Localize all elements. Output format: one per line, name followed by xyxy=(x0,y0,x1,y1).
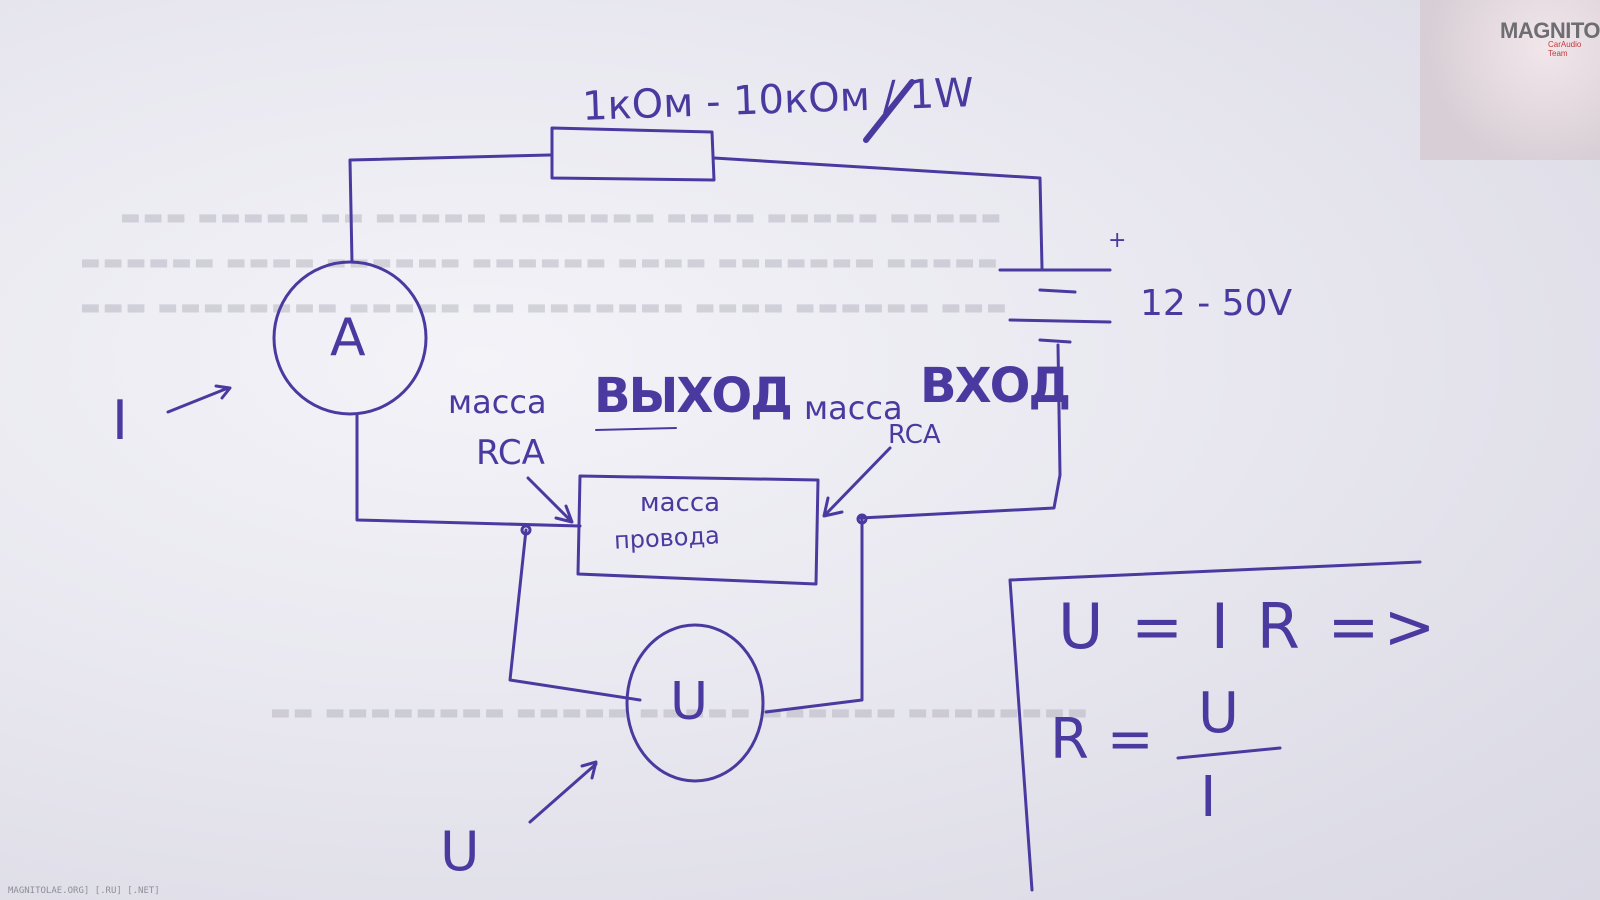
arrow-current-icon xyxy=(166,384,232,414)
wire-right-down xyxy=(858,343,1062,520)
ammeter-circle xyxy=(272,260,428,416)
wire-voltmeter-right xyxy=(764,518,864,714)
resistor-symbol xyxy=(550,126,716,182)
right-rca-label: RCA xyxy=(888,420,941,450)
battery-voltage-label: 12 - 50V xyxy=(1140,283,1293,324)
bleed-text: ▬▬ ▬▬▬▬▬▬▬▬ ▬▬▬▬▬ ▬▬▬▬▬ ▬▬▬▬▬▬ ▬▬▬▬▬▬▬▬ xyxy=(270,700,1090,725)
output-label: ВЫХОД xyxy=(594,368,793,424)
terminal-left xyxy=(520,524,532,536)
bleed-text: ▬▬▬ ▬▬▬▬▬ ▬▬ ▬▬▬▬▬ ▬▬▬▬▬▬▬ ▬▬▬▬ ▬▬▬▬▬ ▬▬… xyxy=(120,205,1004,230)
left-rca-label: RCA xyxy=(476,433,545,473)
background-cloth xyxy=(1420,0,1600,160)
label-slash xyxy=(863,79,915,143)
right-mass-label: масса xyxy=(804,389,903,427)
bleed-text: ▬▬▬ ▬▬▬▬▬▬▬▬ ▬▬▬▬▬ ▬▬ ▬▬▬▬▬▬▬ ▬▬▬▬ ▬▬▬▬▬… xyxy=(80,295,1009,320)
voltmeter-circle xyxy=(625,623,765,783)
bleed-text: ▬▬▬▬▬▬ ▬▬▬▬ ▬▬▬▬▬▬ ▬▬▬▬▬▬ ▬▬▬▬ ▬▬▬▬▬▬▬ ▬… xyxy=(80,250,1000,275)
formula-line1: U = I R => xyxy=(1058,590,1440,663)
battery-symbol xyxy=(998,268,1112,344)
ammeter-label: A xyxy=(330,308,366,368)
wire-voltmeter-left xyxy=(508,528,642,702)
output-underline xyxy=(595,427,677,431)
arrow-rca-left-icon xyxy=(526,476,574,524)
site-logo-sub: CarAudio Team xyxy=(1548,40,1582,58)
left-mass-label: масса xyxy=(448,383,547,421)
watermark-text: MAGNITOLAE.ORG] [.RU] [.NET] xyxy=(8,886,160,896)
voltmeter-label: U xyxy=(670,672,709,732)
battery-plus-label: + xyxy=(1108,228,1127,253)
terminal-right xyxy=(856,513,868,525)
wire-left-down xyxy=(355,412,582,528)
formula-r-equals: R = xyxy=(1050,707,1154,772)
arrow-voltage-icon xyxy=(528,760,598,824)
wire-top-left xyxy=(348,153,552,264)
device-box-line1: масса xyxy=(640,488,721,518)
voltage-symbol: U xyxy=(440,820,480,883)
site-logo: MAGNITOLA xyxy=(1500,18,1600,43)
fraction-bar xyxy=(1176,746,1282,760)
current-symbol: I xyxy=(112,389,128,452)
input-label: ВХОД xyxy=(920,358,1071,414)
arrow-rca-right-icon xyxy=(822,446,892,518)
formula-box xyxy=(1008,560,1422,892)
formula-denominator: I xyxy=(1200,765,1217,830)
formula-numerator: U xyxy=(1198,681,1239,746)
device-box-line2: провода xyxy=(613,521,721,555)
device-box xyxy=(576,474,820,586)
wire-top-right xyxy=(712,156,1044,270)
